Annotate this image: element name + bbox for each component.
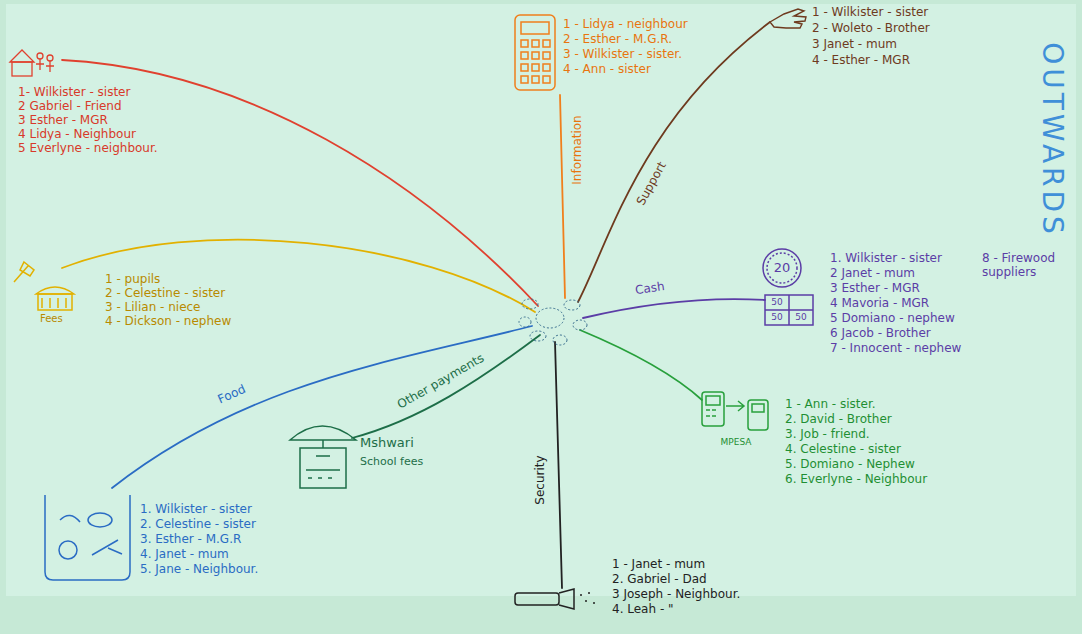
food-basket-icon [45,495,130,580]
icon-text: Mshwari [360,436,414,451]
branch-line [580,330,702,400]
list-item: 8 - Firewood suppliers [982,252,1072,280]
list-item: 5. Jane - Neighbour. [140,563,258,577]
branch-line [62,60,538,306]
list-item: 1 - Lidya - neighbour [563,18,688,32]
list-item: 3 Esther - MGR [830,282,920,296]
list-item: 2 - Celestine - sister [105,287,225,301]
list-item: 2 Gabriel - Friend [18,100,122,114]
icon-text: 50 [771,297,782,307]
list-item: 3 Janet - mum [812,38,897,52]
branch-label: Information [571,115,585,184]
phone-icon [515,15,555,90]
list-item: 4 Lidya - Neighbour [18,128,136,142]
list-item: 2 - Esther - M.G.R. [563,33,672,47]
list-item: 1. Wilkister - sister [830,252,942,266]
branch-label: Other payments [395,352,486,413]
family-icon [10,50,54,76]
list-item: 5. Domiano - Nephew [785,458,915,472]
list-item: 3 Joseph - Neighbour. [612,588,740,602]
fees-icon [14,262,74,310]
list-item: 1 - pupils [105,273,160,287]
branch-line [112,326,532,488]
cash-icon [763,249,813,325]
list-item: 5 Domiano - nephew [830,312,955,326]
icon-text: MPESA [721,437,752,447]
icon-text: 50 [795,312,806,322]
icon-text: 50 [771,312,782,322]
list-item: 4 - Dickson - nephew [105,315,231,329]
list-item: 6 Jacob - Brother [830,327,931,341]
list-item: 1- Wilkister - sister [18,86,130,100]
title: OUTWARDS [1036,42,1069,238]
list-item: 4. Celestine - sister [785,443,901,457]
branch-line [560,95,565,298]
mpesa-icon [702,392,768,430]
list-item: 4. Janet - mum [140,548,229,562]
branch-label: Cash [634,280,665,298]
paper [6,4,1076,596]
icon-text: Fees [40,313,63,325]
list-item: 3. Job - friend. [785,428,870,442]
branch-line [583,299,765,318]
list-item: 3 - Lilian - niece [105,301,201,315]
hub [519,299,587,345]
list-item: 3 - Wilkister - sister. [563,48,682,62]
list-item: 2. Celestine - sister [140,518,256,532]
list-item: 2. Gabriel - Dad [612,573,707,587]
branch-label: Food [216,383,248,407]
list-item: 4. Leah - " [612,603,674,617]
bank-icon [290,426,356,488]
torch-icon [515,589,596,609]
list-item: 2 Janet - mum [830,267,915,281]
list-item: 2 - Woleto - Brother [812,22,930,36]
list-item: 4 Mavoria - MGR [830,297,929,311]
list-item: 6. Everlyne - Neighbour [785,473,927,487]
branch-line [555,342,562,588]
list-item: 4 - Esther - MGR [812,54,910,68]
list-item: 1. Wilkister - sister [140,503,252,517]
icon-text: School fees [360,456,423,469]
list-item: 2. David - Brother [785,413,892,427]
list-item: 7 - Innocent - nephew [830,342,961,356]
branch-label: Security [534,455,548,504]
icon-text: 20 [774,261,791,276]
list-item: 1 - Wilkister - sister [812,6,928,20]
list-item: 1 - Janet - mum [612,558,705,572]
list-item: 5 Everlyne - neighbour. [18,142,158,156]
list-item: 4 - Ann - sister [563,63,651,77]
list-item: 1 - Ann - sister. [785,398,876,412]
list-item: 3. Esther - M.G.R [140,533,241,547]
list-item: 3 Esther - MGR [18,114,108,128]
hand-icon [770,9,806,28]
branch-label: Support [634,160,669,208]
branch-line [352,335,540,438]
